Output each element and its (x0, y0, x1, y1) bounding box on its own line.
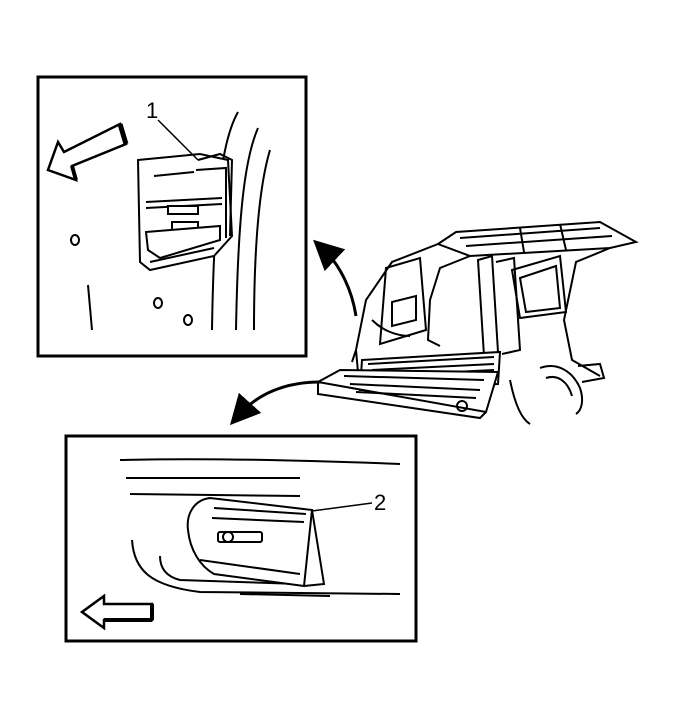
vehicle-cargo-view (315, 220, 639, 425)
callout-2-label: 2 (374, 490, 386, 515)
upper-detail-panel: 1 (36, 75, 308, 358)
direction-arrow-icon (46, 122, 129, 182)
body-trim-lines (119, 458, 401, 597)
storage-bracket (136, 152, 234, 272)
direction-arrow-icon (79, 593, 154, 631)
lower-detail-panel: 2 (64, 434, 418, 643)
access-cover (186, 496, 326, 588)
callout-2: 2 (311, 490, 386, 515)
mounting-holes (70, 234, 193, 326)
curved-arrow-icon (229, 239, 358, 426)
callout-1-label: 1 (146, 98, 158, 123)
callout-1: 1 (146, 98, 199, 161)
